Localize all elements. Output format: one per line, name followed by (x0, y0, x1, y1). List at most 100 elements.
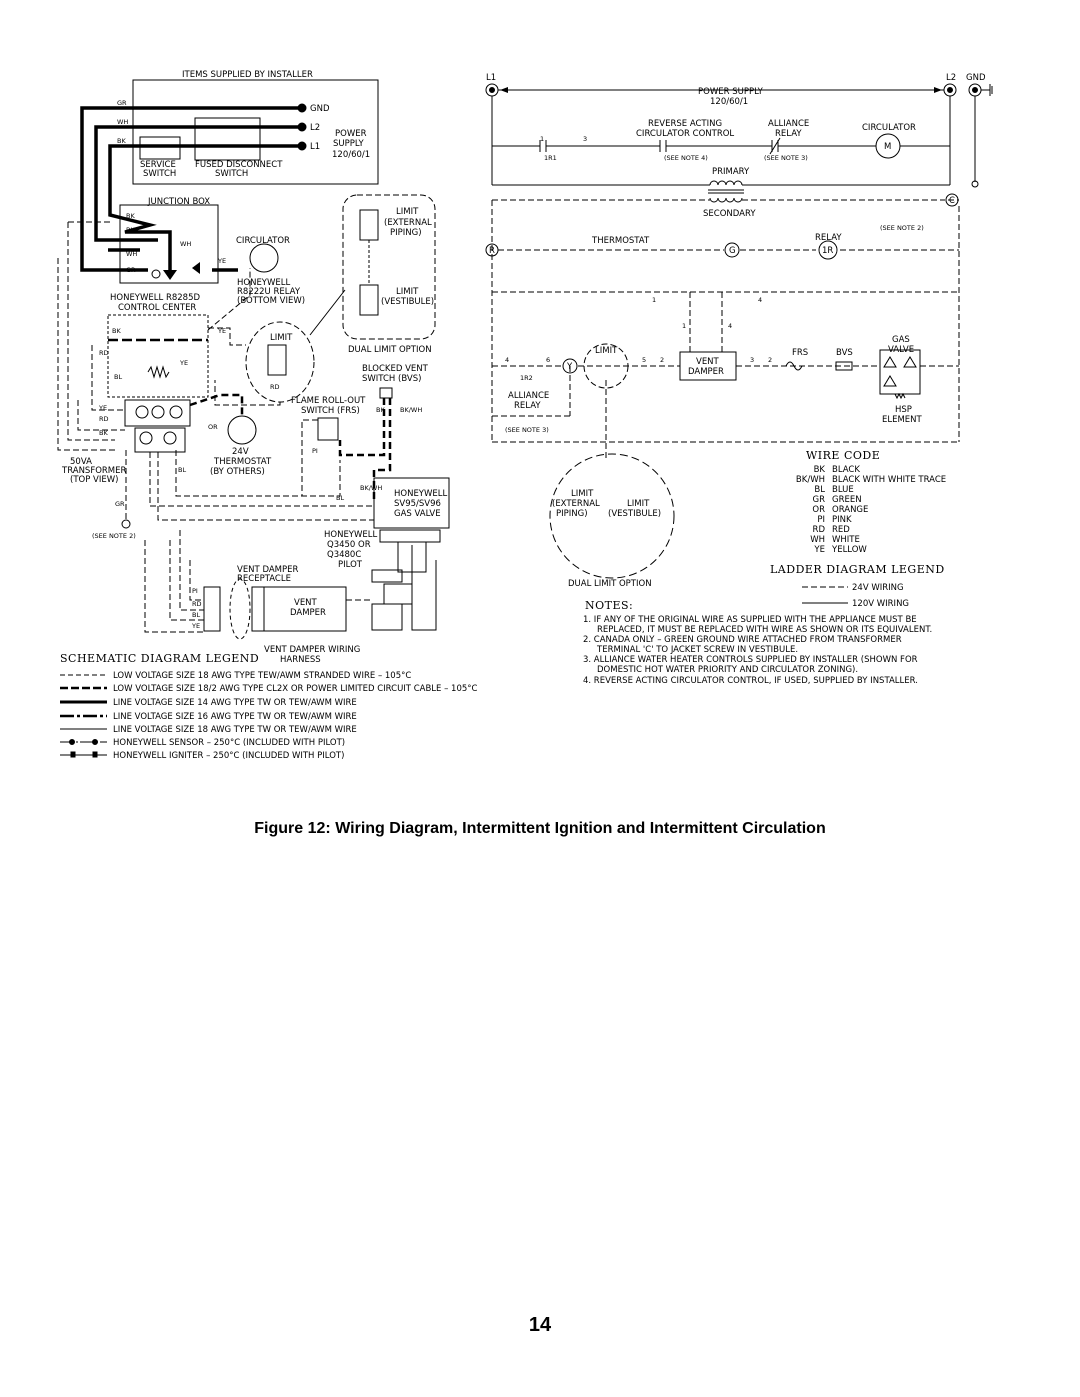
vent-receptacle-label-2: RECEPTACLE (237, 574, 291, 584)
wire-tag: BK (117, 137, 126, 145)
wire-tag: RD (270, 383, 280, 391)
wire-tag: BL (336, 494, 344, 502)
limit-external-1: LIMIT (396, 207, 419, 217)
gas-valve-label-2: SV95/SV96 (394, 499, 441, 509)
note-line: 2. CANADA ONLY – GREEN GROUND WIRE ATTAC… (583, 635, 902, 645)
terminal-r (163, 431, 177, 445)
pin-label: 2 (660, 356, 664, 364)
limit-external-2: (EXTERNAL (384, 218, 432, 228)
ladder-l2-label: L2 (946, 73, 956, 83)
pilot-label-4: PILOT (338, 560, 363, 570)
pin-label: 5 (642, 356, 646, 364)
alliance-relay-2: RELAY (775, 129, 802, 139)
note-line: 3. ALLIANCE WATER HEATER CONTROLS SUPPLI… (583, 655, 918, 665)
pin-label: 1 (652, 296, 656, 304)
ladder-limit-vestibule-1: LIMIT (627, 499, 650, 509)
reverse-acting-1: REVERSE ACTING (648, 119, 722, 129)
service-switch-label-2: SWITCH (143, 169, 176, 179)
terminal-y (135, 405, 149, 419)
ladder-limit-external-3: PIPING) (556, 509, 588, 519)
reverse-acting-2: CIRCULATOR CONTROL (636, 129, 734, 139)
transformer-label-2: TRANSFORMER (61, 466, 127, 476)
thermostat-label-2: THERMOSTAT (213, 457, 272, 467)
circulator-symbol (249, 243, 279, 273)
ladder-limit-vestibule-2: (VESTIBULE) (608, 509, 661, 519)
installer-items-box (132, 79, 379, 185)
terminal-g-label: G (729, 246, 736, 256)
ladder-legend: LADDER DIAGRAM LEGEND 24V WIRING 120V WI… (770, 563, 945, 609)
schematic-diagram (57, 79, 450, 640)
wire-tag: RD (99, 415, 109, 423)
l1-terminal (297, 141, 307, 151)
transformer-body (134, 427, 186, 453)
wire-code-abbr: RD (813, 525, 826, 535)
terminal-1r-label: 1R (822, 246, 833, 256)
ladder-circulator-label: CIRCULATOR (862, 123, 916, 133)
pin-label: 1R1 (544, 154, 557, 162)
ladder-dual-limit-label: DUAL LIMIT OPTION (568, 579, 652, 589)
ladder-frs-label: FRS (792, 348, 808, 358)
notes-title: NOTES: (585, 599, 633, 612)
ladder-limit-circle (583, 343, 629, 389)
wire-tag: BK (99, 429, 108, 437)
schematic-legend-item: HONEYWELL IGNITER – 250°C (INCLUDED WITH… (113, 751, 344, 761)
wire-tag: BK (376, 406, 385, 414)
junction-ground-screw (151, 269, 161, 279)
wire-tag: GR (126, 266, 136, 274)
pin-label: 4 (758, 296, 762, 304)
wire-tag: OR (208, 423, 218, 431)
gnd-terminal (297, 103, 307, 113)
frs-label-2: SWITCH (FRS) (301, 406, 360, 416)
wire-code-abbr: YE (813, 545, 825, 555)
fused-disconnect-switch (194, 117, 261, 161)
control-center-label-2: CONTROL CENTER (118, 303, 196, 313)
l2-terminal (297, 122, 307, 132)
see-note-2-ladder: (SEE NOTE 2) (880, 224, 924, 232)
transformer-terminals (124, 399, 191, 427)
ladder-l1-label: L1 (486, 73, 496, 83)
l2-label: L2 (310, 123, 320, 133)
ladder-limit-external-2: (EXTERNAL (552, 499, 600, 509)
page-number: 14 (528, 1314, 552, 1336)
ladder-legend-title: LADDER DIAGRAM LEGEND (770, 563, 945, 576)
wire-tag: YE (191, 622, 200, 630)
wire-tag: WH (180, 240, 191, 248)
relay-label-3: (BOTTOM VIEW) (237, 296, 305, 306)
vent-receptacle-label-1: VENT DAMPER (237, 565, 298, 575)
wire-tag: RD (99, 349, 109, 357)
control-center-label-1: HONEYWELL R8285D (110, 293, 200, 303)
pin-label: 3 (750, 356, 754, 364)
frs-label-1: FLAME ROLL-OUT (291, 396, 366, 406)
note-line: 1. IF ANY OF THE ORIGINAL WIRE AS SUPPLI… (583, 615, 917, 625)
terminal-r-label: R (489, 246, 495, 256)
ladder-power-supply-1: POWER SUPPLY (698, 87, 764, 97)
wire-tag: BK (112, 327, 121, 335)
wire-tag: BK (126, 212, 135, 220)
gnd-label: GND (310, 104, 330, 114)
pin-label: 2 (768, 356, 772, 364)
transformer-secondary (709, 197, 743, 203)
wire-tag: PI (312, 447, 318, 455)
wire-tag: WH (117, 118, 128, 126)
gas-valve-ladder (879, 349, 921, 395)
junction-box (119, 204, 219, 284)
pilot-label-3: Q3480C (327, 550, 361, 560)
thermostat-label-3: (BY OTHERS) (210, 467, 265, 477)
control-center-box (107, 314, 209, 398)
ladder-gas-valve-1: GAS (892, 335, 910, 345)
pin-label: 6 (546, 356, 550, 364)
schematic-limit-label: LIMIT (270, 333, 293, 343)
pin-label: 4 (728, 322, 732, 330)
wire-tag: YE (98, 404, 107, 412)
note-line: REPLACED, IT MUST BE REPLACED WITH WIRE … (597, 625, 932, 635)
ladder-limit-external-1: LIMIT (571, 489, 594, 499)
notes: NOTES: 1. IF ANY OF THE ORIGINAL WIRE AS… (583, 599, 932, 686)
wire-tag: BK/WH (400, 406, 422, 414)
wire-tag: YE (179, 359, 188, 367)
hsp-label-2: ELEMENT (882, 415, 923, 425)
circulator-label: CIRCULATOR (236, 236, 290, 246)
ladder-legend-item: 24V WIRING (852, 583, 904, 593)
vent-damper-box-ladder (679, 351, 737, 381)
wire-tag: BK (126, 226, 135, 234)
schematic-legend-item: LINE VOLTAGE SIZE 18 AWG TYPE TW OR TEW/… (113, 725, 357, 735)
